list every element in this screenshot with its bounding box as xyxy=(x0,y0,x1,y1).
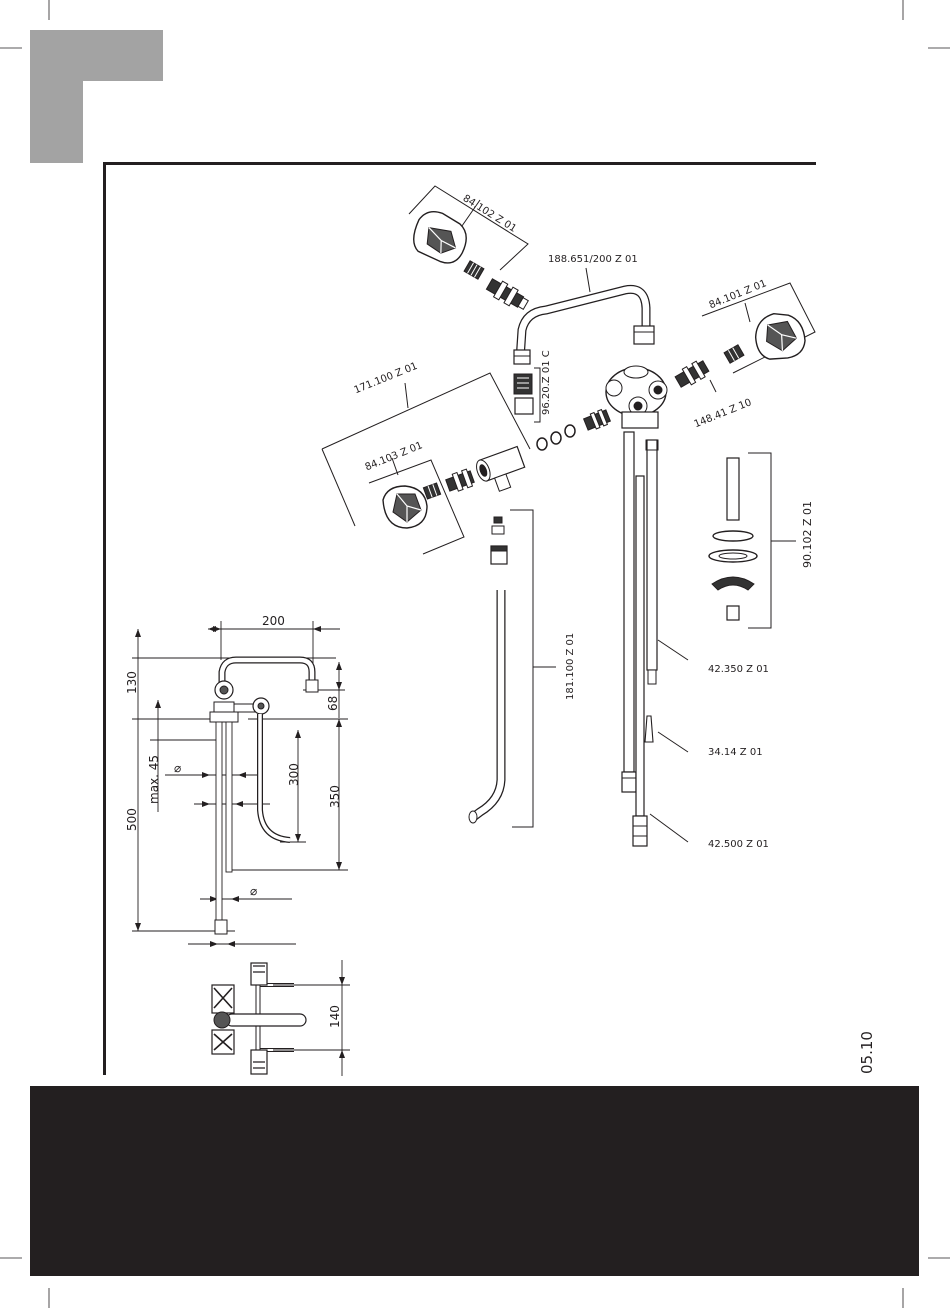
dim-68: 68 xyxy=(327,696,339,711)
label-90-102: 90.102 Z 01 xyxy=(802,501,813,568)
label-42-500: 42.500 Z 01 xyxy=(708,840,769,850)
dim-phi-upper: ⌀ xyxy=(174,762,181,774)
label-181-100: 181.100 Z 01 xyxy=(566,633,576,700)
label-188-651: 188.651/200 Z 01 xyxy=(548,255,638,265)
dim-500: 500 xyxy=(126,808,138,831)
dim-max-45: max. 45 xyxy=(148,755,160,804)
dim-200: 200 xyxy=(262,615,285,627)
dim-300: 300 xyxy=(288,763,300,786)
dim-phi-lower: ⌀ xyxy=(250,885,257,897)
mixer-body xyxy=(606,366,667,428)
label-42-350: 42.350 Z 01 xyxy=(708,665,769,675)
revision-date: 05.10 xyxy=(860,1031,875,1074)
label-34-14: 34.14 Z 01 xyxy=(708,748,763,758)
label-96-20: 96.20.Z 01 C xyxy=(542,350,552,415)
dim-130: 130 xyxy=(126,671,138,694)
dim-140: 140 xyxy=(329,1005,341,1028)
dim-350: 350 xyxy=(329,785,341,808)
